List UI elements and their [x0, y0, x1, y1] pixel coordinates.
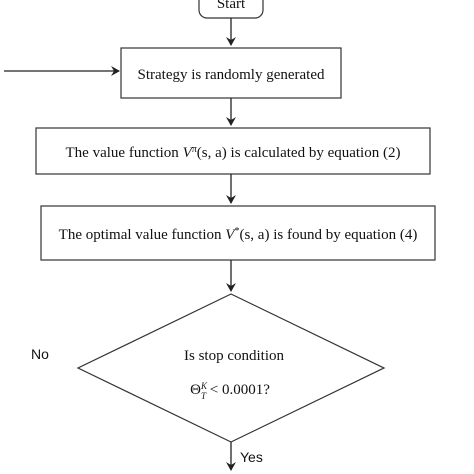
decision-condition-text: < 0.0001?	[206, 382, 270, 398]
step3-text: The optimal value function V*(s, a) is f…	[59, 226, 418, 244]
step1-text: Strategy is randomly generated	[137, 67, 325, 83]
start-label: Start	[217, 0, 246, 12]
step2-prefix: The value function	[66, 145, 183, 161]
step-value-function: The value function Vπ(s, a) is calculate…	[35, 127, 431, 175]
decision-diamond	[76, 293, 386, 443]
step3-sup: *	[234, 226, 239, 237]
step2-sup: π	[192, 144, 197, 155]
decision-theta-sub: T	[201, 391, 207, 401]
start-node: Start	[198, 0, 264, 19]
step-optimal-value-function: The optimal value function V*(s, a) is f…	[40, 205, 436, 261]
step2-symbol: V	[183, 145, 194, 161]
step2-box	[35, 127, 431, 175]
decision-theta-sup: K	[200, 381, 208, 391]
decision-theta: Θ	[190, 382, 201, 398]
step2-suffix: (s, a) is calculated by equation (2)	[197, 145, 401, 161]
step3-symbol: V	[225, 227, 236, 243]
step3-prefix: The optimal value function	[59, 227, 226, 243]
branch-yes-label: Yes	[240, 449, 263, 465]
branch-no-label: No	[31, 346, 49, 362]
step1-box	[120, 47, 342, 99]
decision-line1: Is stop condition	[184, 348, 284, 364]
step3-box	[40, 205, 436, 261]
step3-suffix: (s, a) is found by equation (4)	[239, 227, 417, 243]
step2-text: The value function Vπ(s, a) is calculate…	[66, 144, 401, 162]
step-random-strategy: Strategy is randomly generated	[120, 47, 342, 99]
